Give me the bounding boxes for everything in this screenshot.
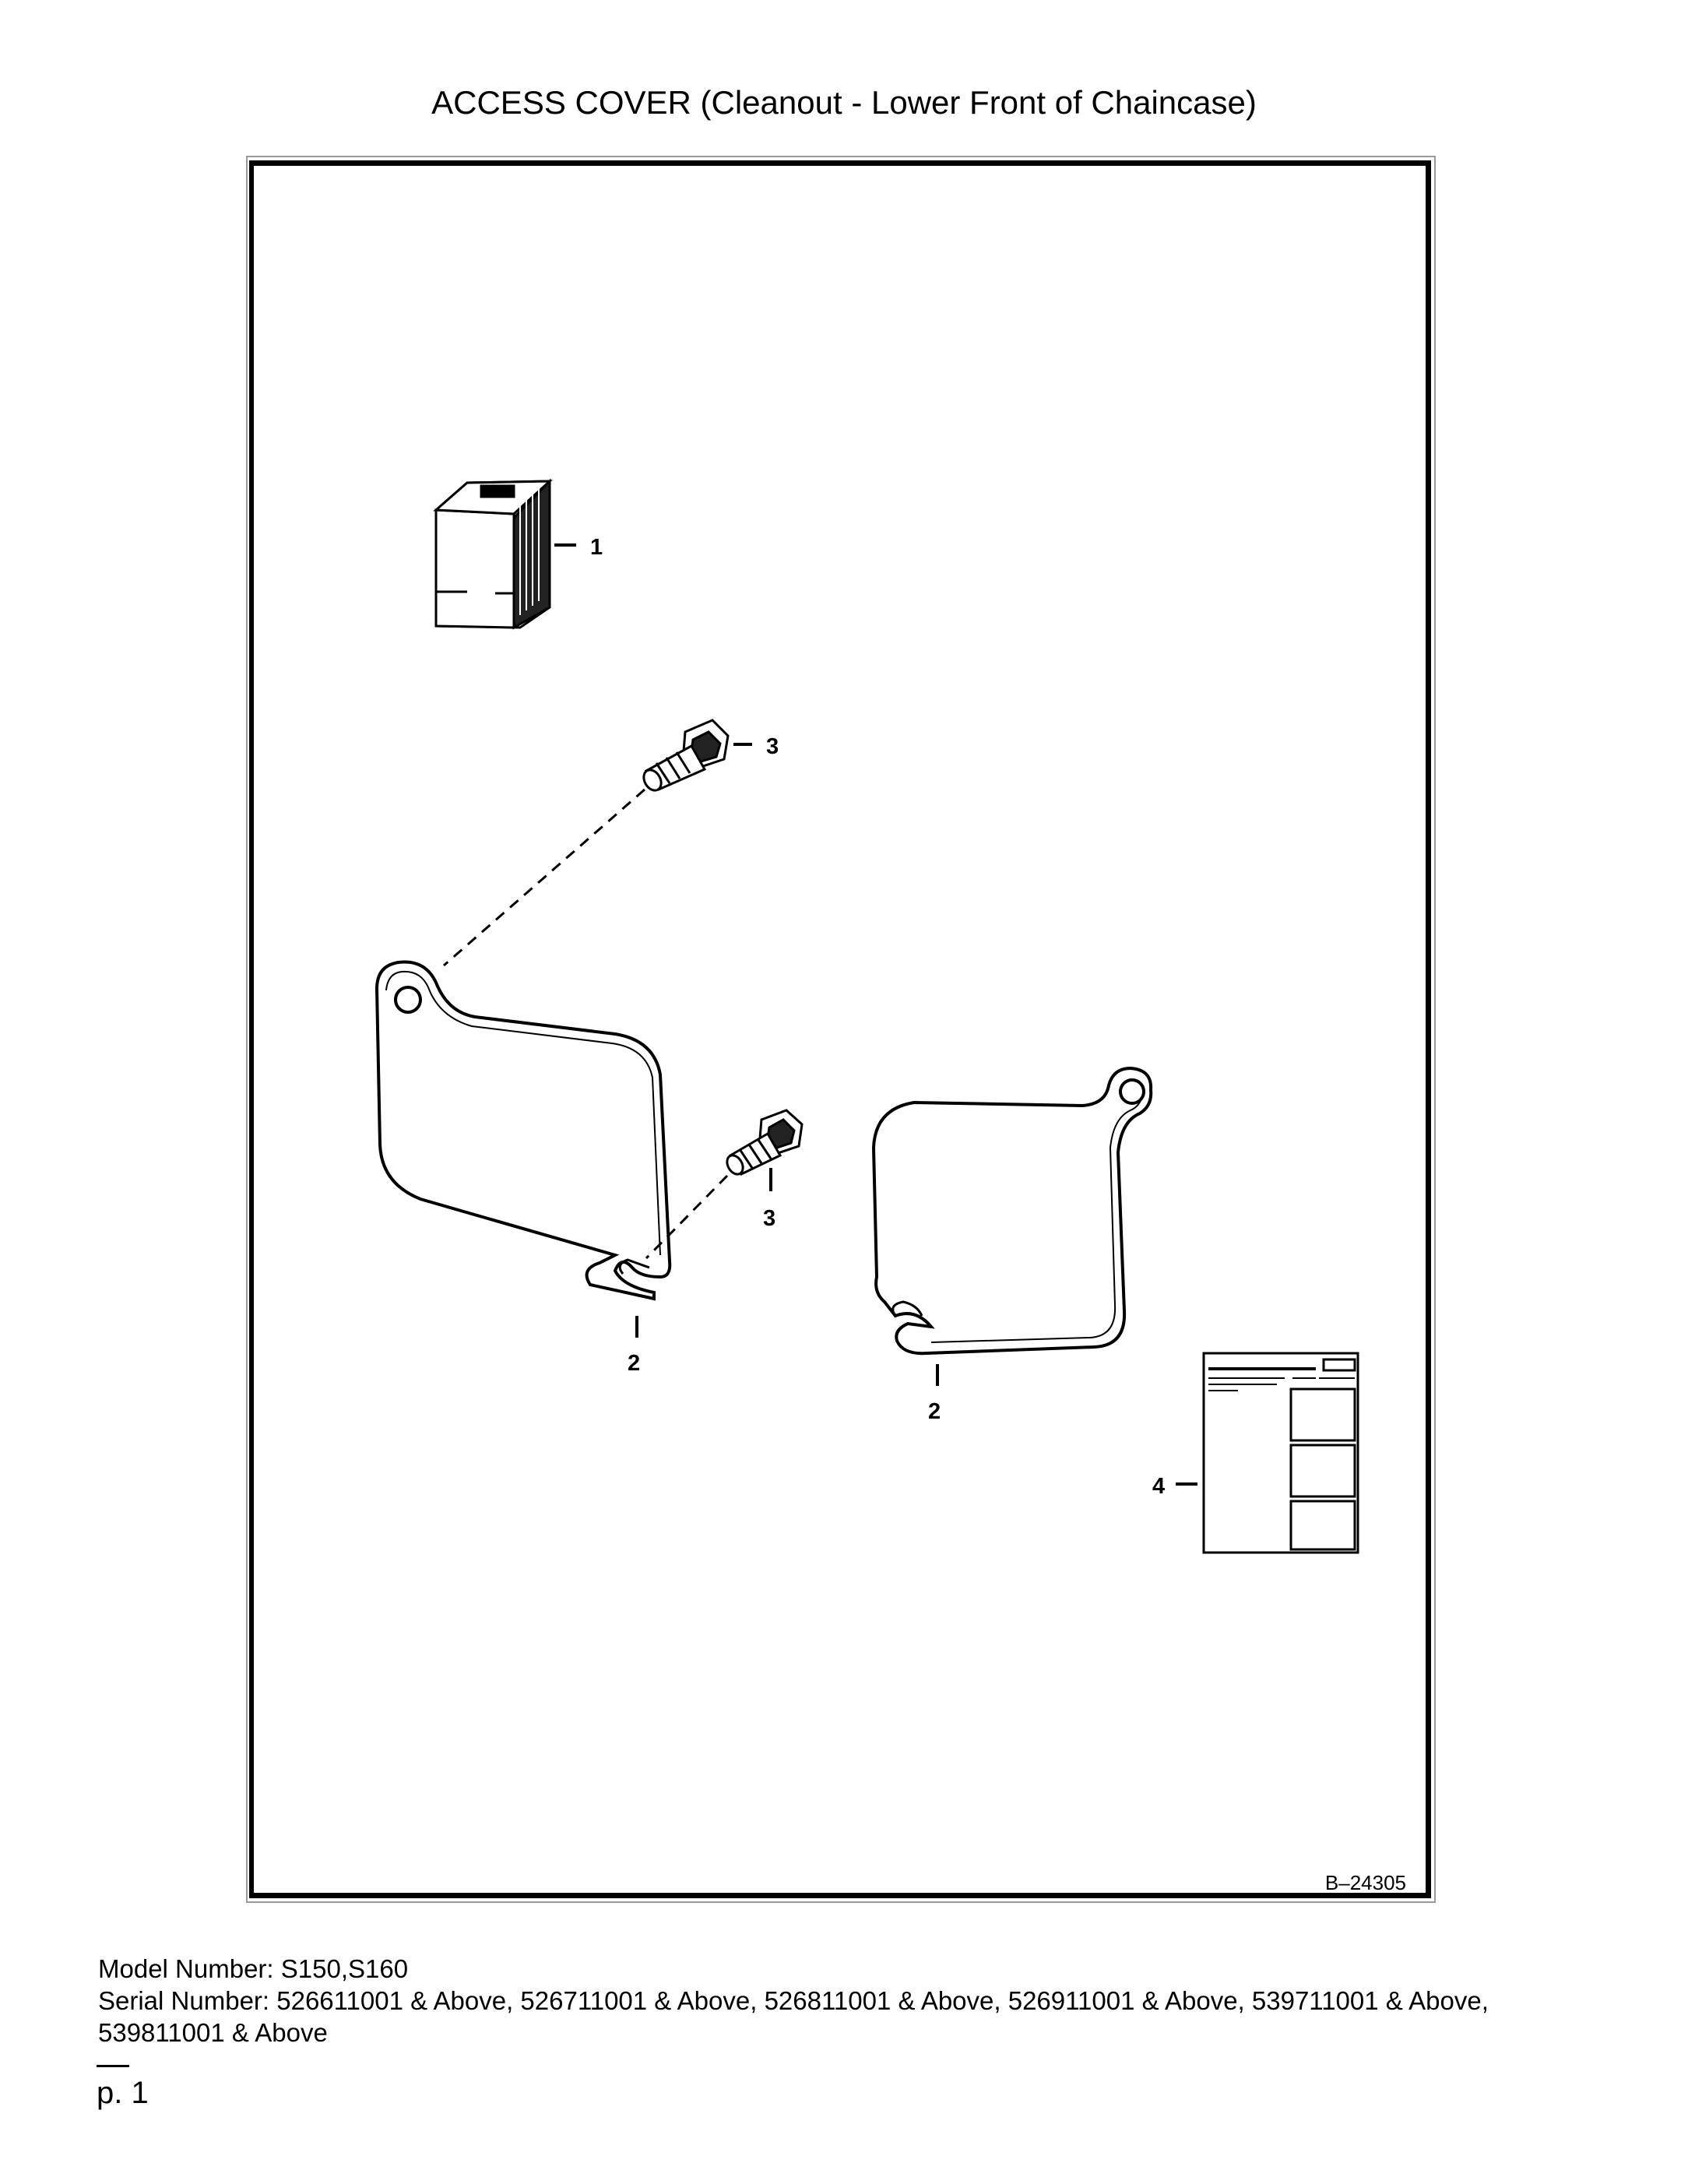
page-divider (97, 2065, 129, 2067)
diagram-frame (249, 160, 1431, 1898)
figure-number: B–24305 (1324, 1871, 1406, 1894)
model-serial-info: Model Number: S150,S160 Serial Number: 5… (98, 1953, 1601, 2049)
part-1-block (433, 478, 553, 630)
part-2-cover-left (375, 960, 672, 1301)
assembly-path-top (443, 788, 645, 967)
part-4-instruction-sheet (1202, 1352, 1359, 1554)
part-2-cover-right (871, 1066, 1153, 1356)
serial-number: Serial Number: 526611001 & Above, 526711… (98, 1986, 1489, 2047)
callout-part-2-right: 2 (928, 1399, 941, 1424)
assembly-path-bottom (645, 1174, 729, 1260)
callout-part-3-top: 3 (766, 734, 779, 759)
callout-part-1: 1 (590, 535, 603, 560)
callout-part-4: 4 (1152, 1474, 1165, 1499)
diagram-frame-outer (246, 156, 1436, 1903)
page-number: p. 1 (97, 2076, 149, 2110)
part-3-bolt-bottom (726, 1109, 804, 1176)
model-number: Model Number: S150,S160 (98, 1954, 409, 1983)
page-title: ACCESS COVER (Cleanout - Lower Front of … (431, 84, 1257, 121)
part-3-bolt-top (642, 719, 730, 792)
callout-part-3-bottom: 3 (763, 1206, 775, 1231)
callout-part-2-left: 2 (628, 1351, 640, 1376)
